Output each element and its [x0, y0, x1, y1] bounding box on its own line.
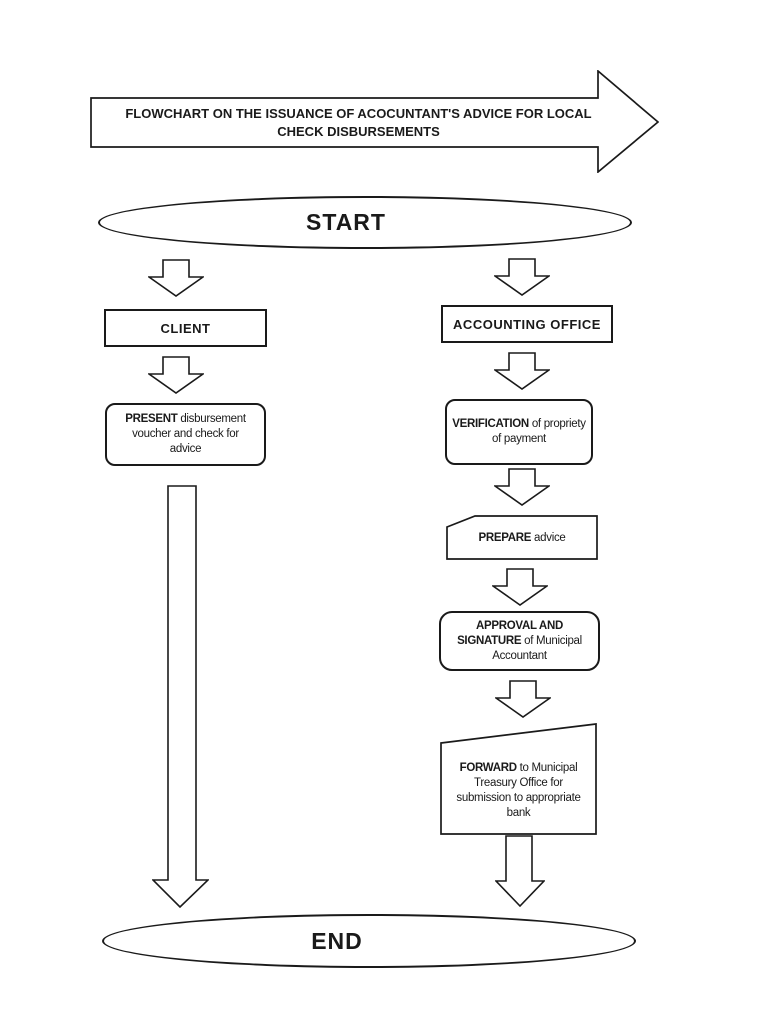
present-step-line: advice — [169, 443, 202, 455]
verification-step-box: VERIFICATION of propriety of payment — [445, 399, 593, 465]
down-arrow-approval — [495, 680, 551, 718]
client-header-label: CLIENT — [160, 320, 211, 336]
accounting-office-header-label: ACCOUNTING OFFICE — [453, 316, 601, 332]
start-terminator: START — [98, 196, 632, 249]
end-terminator: END — [102, 914, 636, 968]
start-label: START — [306, 209, 386, 235]
approval-step-line: APPROVAL AND — [476, 619, 563, 632]
down-arrow-start-right — [494, 258, 550, 296]
down-arrow-verification — [494, 468, 550, 506]
accounting-office-header-box: ACCOUNTING OFFICE — [441, 305, 613, 343]
down-arrow-start-left — [148, 259, 204, 297]
present-step-line: voucher and check for — [132, 428, 239, 440]
approval-step-line: SIGNATURE of Municipal — [457, 634, 582, 647]
client-header-box: CLIENT — [104, 309, 267, 347]
present-step-box: PRESENT disbursement voucher and check f… — [105, 403, 266, 466]
down-arrow-client — [148, 356, 204, 394]
prepare-step-card-shape — [446, 515, 598, 560]
down-arrow-accounting — [494, 352, 550, 390]
down-arrow-forward — [495, 835, 545, 907]
forward-step-shape — [440, 723, 597, 835]
verification-step-line: of payment — [492, 433, 546, 445]
down-arrow-prepare — [492, 568, 548, 606]
present-step-line: PRESENT disbursement — [125, 413, 246, 425]
end-label: END — [311, 927, 363, 954]
verification-step-line: VERIFICATION of propriety — [452, 418, 586, 430]
title-banner-arrow-shape — [90, 70, 659, 173]
long-down-arrow-client — [152, 485, 209, 908]
approval-step-line: Accountant — [492, 649, 547, 662]
approval-step-box: APPROVAL AND SIGNATURE of Municipal Acco… — [439, 611, 600, 671]
